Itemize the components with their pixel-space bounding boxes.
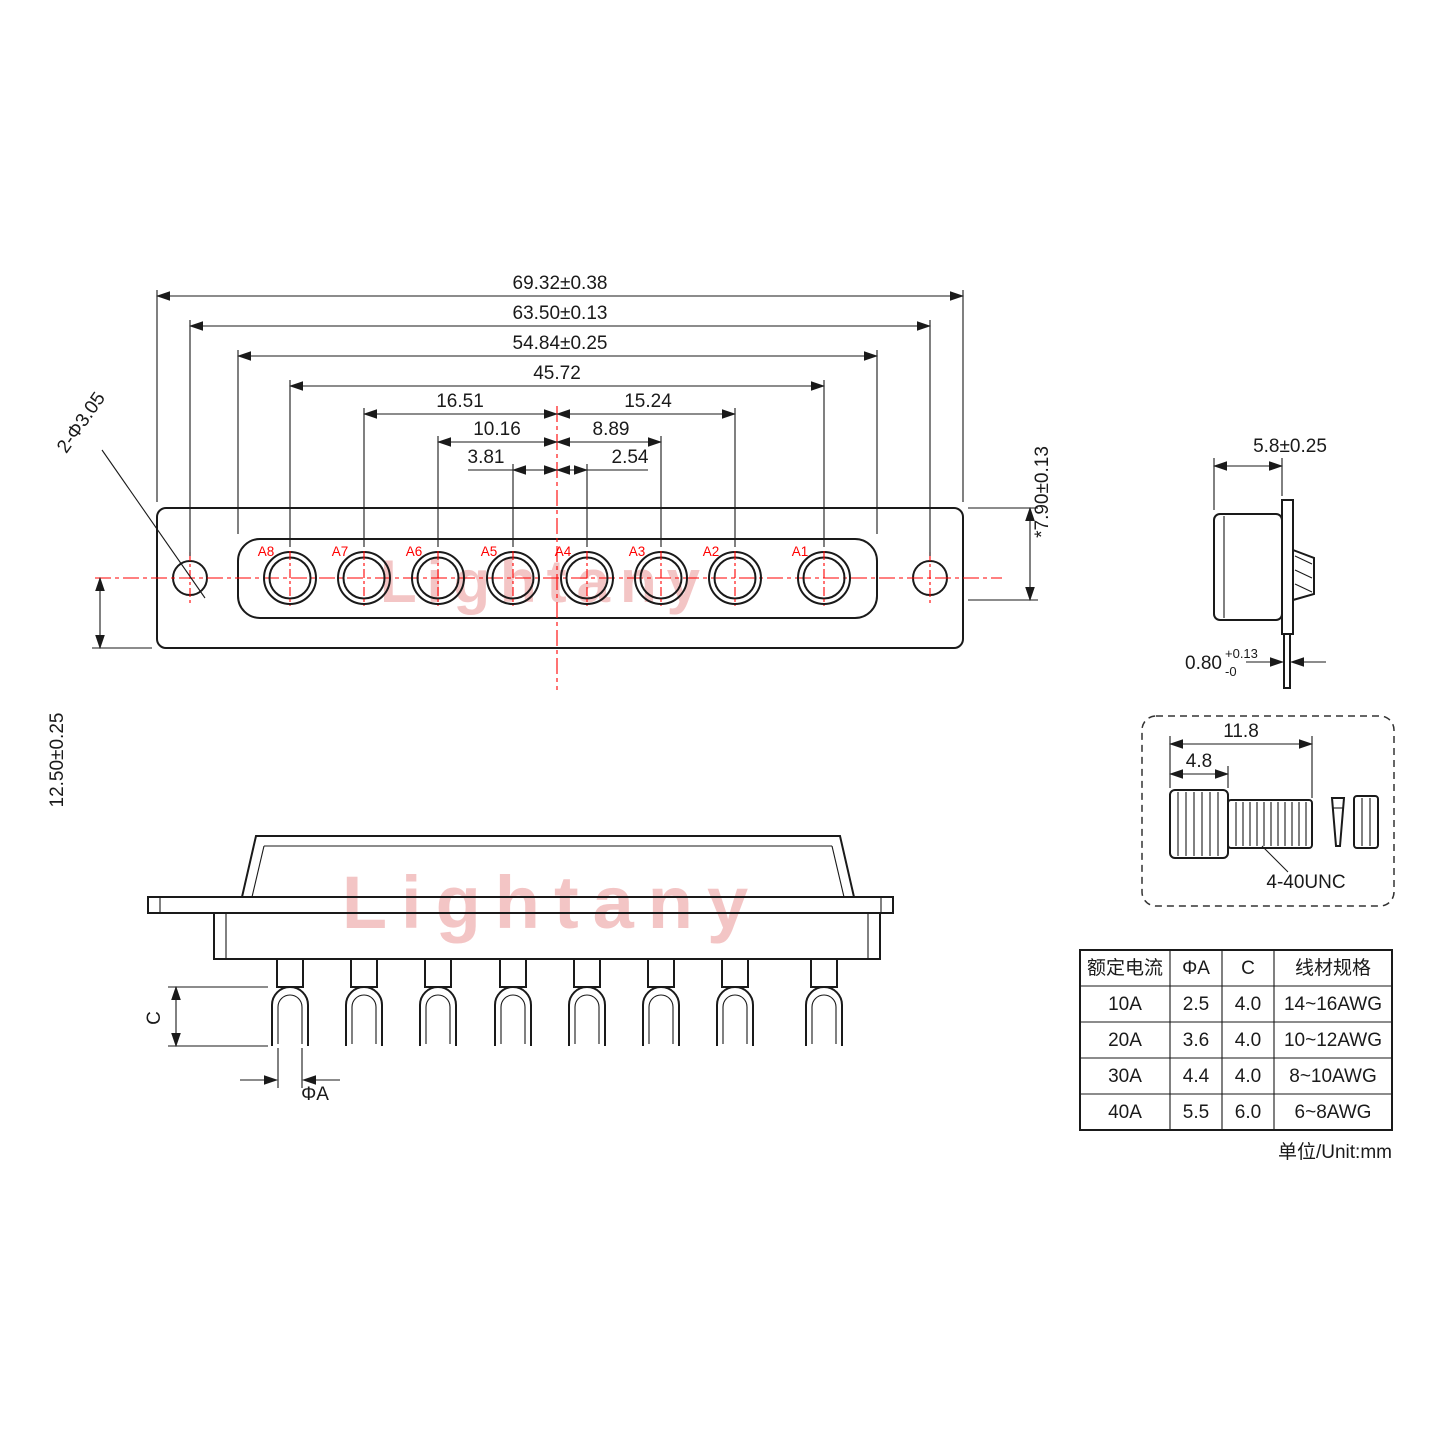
side-tail-outline: [1283, 633, 1291, 689]
contact-label: A6: [406, 544, 423, 559]
dim-tail-tol-upper: +0.13: [1225, 646, 1258, 661]
cell-dia: 2.5: [1183, 994, 1209, 1015]
cell-dia: 4.4: [1183, 1066, 1210, 1087]
dim-a4-offset: 2.54: [612, 447, 649, 468]
dim-a3-offset: 8.89: [593, 419, 630, 440]
cell-wire: 8~10AWG: [1289, 1066, 1376, 1087]
cup-depth-extensions: [168, 986, 268, 1047]
cell-wire: 6~8AWG: [1295, 1102, 1372, 1123]
contact-a1: A1: [792, 544, 851, 606]
dim-cup-diameter: ΦA: [301, 1084, 329, 1105]
hex-nut-part: [1353, 795, 1379, 849]
thread-spec-label: 4-40UNC: [1266, 872, 1345, 893]
insulator-outline: [213, 912, 881, 960]
shell-inner-contour: [251, 845, 845, 898]
contact-a5: A5: [481, 544, 540, 606]
cell-dia: 3.6: [1183, 1030, 1209, 1051]
dim-cup-depth: C: [144, 1011, 165, 1025]
cell-current: 30A: [1108, 1066, 1142, 1087]
table-row: 10A 2.5 4.0 14~16AWG: [1108, 994, 1382, 1015]
cell-c: 4.0: [1235, 1030, 1261, 1051]
table-header-wire: 线材规格: [1295, 957, 1371, 979]
cell-wire: 14~16AWG: [1284, 994, 1382, 1015]
table-row: 30A 4.4 4.0 8~10AWG: [1108, 1066, 1377, 1087]
table-header-c: C: [1241, 958, 1255, 979]
pin-part: [1330, 797, 1346, 847]
watermark-text: Lightany: [342, 861, 762, 944]
dim-side-depth: 5.8±0.25: [1253, 436, 1327, 457]
table-row: 40A 5.5 6.0 6~8AWG: [1108, 1102, 1371, 1123]
dim-mounting-holes: 2-Φ3.05: [53, 389, 110, 458]
contact-label: A7: [332, 544, 349, 559]
side-dshell-hatch: [1294, 555, 1313, 593]
cell-current: 10A: [1108, 994, 1142, 1015]
center-lines: [95, 406, 1002, 690]
dim-a6-offset: 10.16: [473, 419, 521, 440]
contact-a6: A6: [406, 544, 465, 606]
dim-screw-head: 4.8: [1186, 751, 1212, 772]
cell-c: 4.0: [1235, 1066, 1261, 1087]
cell-dia: 5.5: [1183, 1102, 1209, 1123]
detail-border: [1141, 715, 1395, 907]
cup-dia-extensions: [277, 1048, 303, 1088]
contact-a2: A2: [703, 544, 762, 606]
table-header-current: 额定电流: [1087, 957, 1163, 979]
dim-hole-span: 63.50±0.13: [513, 303, 608, 324]
bottom-side-view: C ΦA: [144, 835, 894, 1105]
dimension-lines: [95, 291, 1035, 650]
terminal-stems: [276, 958, 838, 988]
cell-wire: 10~12AWG: [1284, 1030, 1382, 1051]
side-dshell-outline: [1292, 548, 1315, 602]
dim-body-height: *7.90±0.13: [1032, 446, 1053, 538]
dim-a2-offset: 15.24: [624, 391, 672, 412]
contact-a7: A7: [332, 544, 391, 606]
screw-detail: 11.8 4.8 4-: [1141, 715, 1395, 907]
cell-current: 20A: [1108, 1030, 1142, 1051]
spec-table: 额定电流 ΦA C 线材规格 10A 2.5 4.0 14~16AWG 20A …: [1079, 949, 1393, 1163]
cell-c: 4.0: [1235, 994, 1261, 1015]
cell-current: 40A: [1108, 1102, 1142, 1123]
screw-head: [1169, 789, 1229, 859]
contact-label: A5: [481, 544, 498, 559]
screw-knurling: [1177, 792, 1219, 856]
table-header-dia: ΦA: [1182, 958, 1210, 979]
dim-screw-length: 11.8: [1223, 721, 1259, 742]
contact-a8: A8: [258, 544, 317, 606]
side-flange-outline: [1281, 499, 1294, 635]
table-grid: [1080, 950, 1392, 1130]
dim-a7-offset: 16.51: [436, 391, 484, 412]
screw-threads: [1235, 802, 1307, 846]
dim-flange-height: 12.50±0.25: [47, 713, 68, 808]
screw-thread-body: [1227, 799, 1313, 849]
contact-label: A2: [703, 544, 720, 559]
dim-tail-tol-lower: -0: [1225, 664, 1237, 679]
solder-cups: [271, 986, 843, 1046]
contact-a3: A3: [629, 544, 688, 606]
table-border: [1079, 949, 1393, 1131]
dim-tail-thickness: 0.80: [1185, 653, 1222, 674]
dim-total-width: 69.32±0.38: [513, 273, 608, 294]
dim-a5-offset: 3.81: [468, 447, 505, 468]
unit-note: 单位/Unit:mm: [1278, 1141, 1392, 1163]
contact-label: A8: [258, 544, 275, 559]
contact-label: A3: [629, 544, 646, 559]
side-view: 5.8±0.25 0.80 +0.13 -0: [1185, 436, 1327, 689]
watermark-layer: Lightany Lightany: [342, 548, 762, 944]
contact-label: A4: [555, 544, 572, 559]
dim-contact-span: 45.72: [533, 363, 581, 384]
contact-label: A1: [792, 544, 809, 559]
top-view-front: A8 A7 A6 A5 A4: [47, 273, 1053, 807]
contact-a4: A4: [555, 544, 614, 606]
dim-insert-width: 54.84±0.25: [513, 333, 608, 354]
table-row: 20A 3.6 4.0 10~12AWG: [1108, 1030, 1382, 1051]
cell-c: 6.0: [1235, 1102, 1261, 1123]
